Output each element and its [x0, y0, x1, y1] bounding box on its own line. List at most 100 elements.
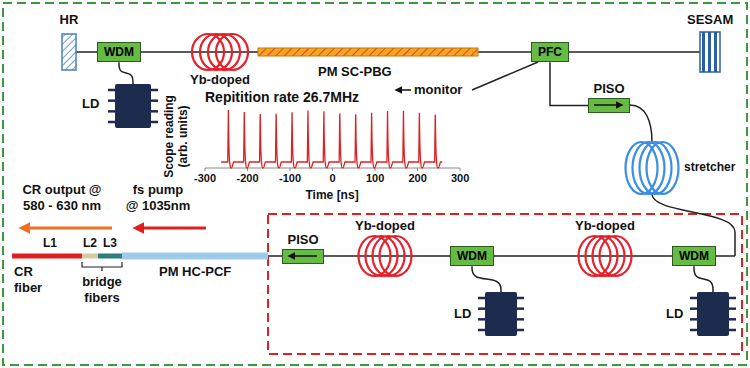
fiber-coil [373, 236, 405, 276]
part-label: PM SC-PBG [318, 64, 392, 80]
bridge-fiber [98, 254, 122, 259]
monitor-line [472, 62, 538, 90]
laser-diode: LD [108, 84, 158, 128]
node-label: WDM [104, 45, 134, 59]
diode-pin [729, 318, 736, 321]
coil-group [192, 34, 679, 276]
signal-label: monitor [414, 82, 462, 98]
diode-pin [108, 89, 115, 92]
isolator-arrow [283, 250, 322, 262]
fiber-link [550, 62, 588, 105]
direction-arrow [594, 104, 622, 106]
pbg-fiber [258, 48, 478, 56]
part-label: Yb-doped [190, 72, 250, 88]
tick-label: -300 [194, 172, 216, 185]
diode-pin [108, 121, 115, 124]
tick-label: 100 [366, 172, 384, 185]
hc-pcf-fiber [122, 253, 268, 260]
laser-diode: LD [478, 292, 524, 336]
inset-title: Repitition rate 26.7MHz [205, 89, 359, 106]
diode-pin [151, 110, 158, 113]
laser-frame [3, 3, 747, 365]
axis-tick [332, 168, 333, 171]
isolator: PISO [588, 98, 630, 113]
axis-label: Scope reading (arb. units) [162, 93, 191, 179]
diode-pin [729, 297, 736, 300]
diode-pin [151, 99, 158, 102]
diode-pin [478, 318, 485, 321]
fiber-coil [586, 236, 618, 276]
node-label: WDM [457, 249, 487, 263]
bracket [82, 262, 122, 271]
pump-label: fs pump @ 1035nm [125, 182, 191, 213]
fiber-coil [380, 236, 412, 276]
diode-pin [690, 297, 697, 300]
part-label: SESAM [687, 12, 733, 28]
scope-inset [205, 110, 460, 171]
fiber-coil [647, 142, 679, 194]
pump-arrow [136, 227, 206, 230]
diode-package [690, 292, 736, 336]
diode-package [478, 292, 524, 336]
fiber-coil [359, 236, 391, 276]
diode-package [108, 84, 158, 128]
diode-pin [478, 297, 485, 300]
isolator: PISO [282, 249, 324, 264]
fiber-coil [208, 34, 240, 70]
fiber-label: L3 [103, 236, 117, 250]
part-label: Yb-doped [355, 218, 415, 234]
fiber-coil [633, 142, 665, 194]
laser-diode: LD [690, 292, 736, 336]
tick-label: -200 [237, 172, 259, 185]
monitor-arrow [396, 89, 411, 91]
diode-pin [478, 329, 485, 332]
diode-pin [729, 307, 736, 310]
part-label: CR fiber [14, 264, 48, 295]
fiber-coil [640, 142, 672, 194]
node-label: LD [666, 306, 683, 322]
wdm-box: WDM [450, 246, 494, 266]
node-label: WDM [679, 249, 709, 263]
diode-pin [108, 99, 115, 102]
node-label: LD [82, 96, 99, 112]
fiber-coil [600, 236, 632, 276]
hr-mirror [62, 34, 76, 70]
tick-label: 0 [330, 172, 336, 185]
tick-label: -100 [279, 172, 301, 185]
diode-pin [108, 110, 115, 113]
part-label: stretcher [684, 160, 735, 174]
diode-body [485, 292, 517, 336]
node-label: PISO [287, 232, 318, 248]
diode-pin [517, 329, 524, 332]
isolator-arrow [589, 99, 628, 111]
fiber-link [472, 266, 501, 292]
node-label: PFC [538, 45, 562, 59]
diode-pin [151, 89, 158, 92]
diode-pin [690, 318, 697, 321]
direction-arrow [289, 255, 317, 257]
diode-body [115, 84, 151, 128]
tick-label: 300 [451, 172, 469, 185]
diode-pin [151, 121, 158, 124]
fiber [630, 105, 652, 142]
tick-label: 200 [409, 172, 427, 185]
diode-pin [478, 307, 485, 310]
part-label: PM HC-PCF [159, 264, 231, 280]
axis-tick [460, 168, 461, 171]
fiber-link [694, 266, 713, 292]
cr-fiber [12, 254, 82, 259]
output-arrow [22, 227, 112, 230]
output-label: CR output @ 580 - 630 nm [14, 182, 110, 213]
fiber-coil [593, 236, 625, 276]
fiber-label: L1 [43, 236, 57, 250]
node-label: PISO [593, 81, 624, 97]
pfc-box: PFC [531, 42, 569, 62]
sesam-mirror [700, 32, 720, 72]
fiber-link [119, 62, 133, 84]
amplifier-frame [268, 214, 742, 354]
diode-pin [690, 307, 697, 310]
scope-trace [221, 110, 442, 168]
diode-pin [517, 318, 524, 321]
fiber-label: L2 [83, 236, 97, 250]
axis-tick [205, 168, 206, 171]
